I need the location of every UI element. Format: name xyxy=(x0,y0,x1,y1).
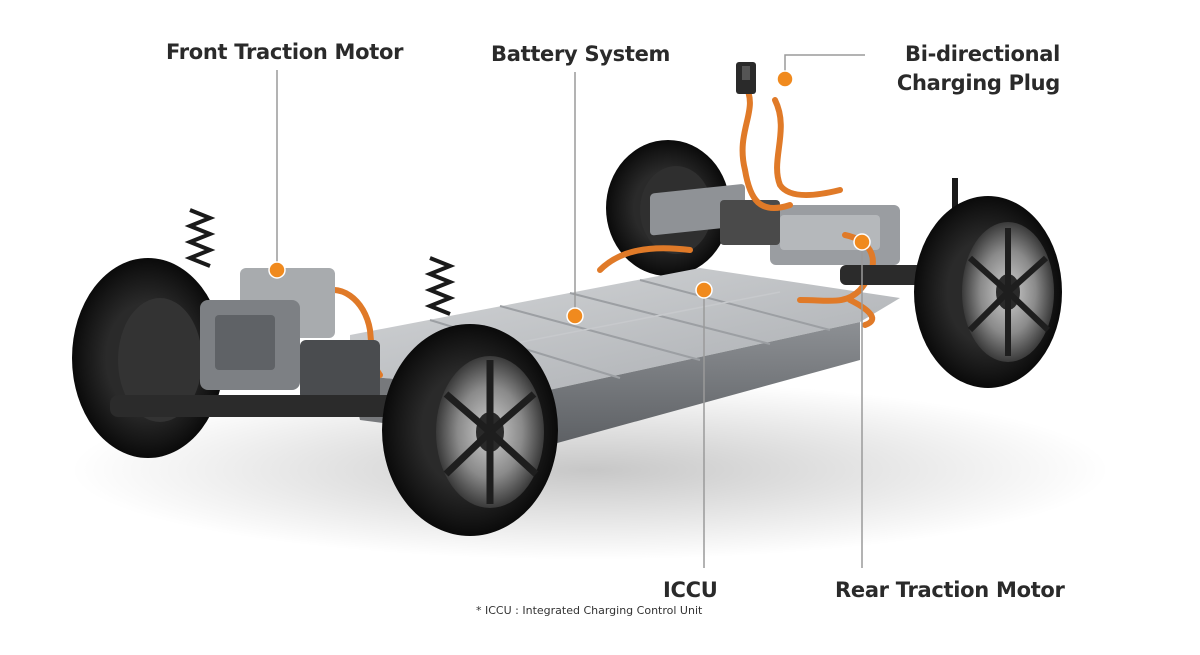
iccu-label: ICCU xyxy=(663,578,718,602)
marker-battery xyxy=(566,307,584,325)
rear-traction-motor-label: Rear Traction Motor xyxy=(835,578,1065,602)
iccu-footnote: * ICCU : Integrated Charging Control Uni… xyxy=(476,604,703,617)
charging-plug xyxy=(736,62,756,94)
marker-front-motor xyxy=(268,261,286,279)
marker-rear-motor xyxy=(853,233,871,251)
front-traction-motor-label: Front Traction Motor xyxy=(166,40,404,64)
charging-plug-label-line1: Bi-directional xyxy=(905,42,1060,66)
marker-plug xyxy=(776,70,794,88)
leader-plug xyxy=(784,54,865,79)
marker-iccu xyxy=(695,281,713,299)
markers xyxy=(268,70,871,325)
battery-system-label: Battery System xyxy=(491,42,671,66)
rear-near-wheel xyxy=(914,196,1062,388)
charging-plug-label-line2: Charging Plug xyxy=(896,71,1060,95)
ground-shadow xyxy=(70,380,1110,560)
front-subframe xyxy=(110,395,400,417)
front-near-wheel xyxy=(382,324,558,536)
front-motor xyxy=(200,268,380,400)
charging-plug-label: Bi-directional Charging Plug xyxy=(880,40,1060,98)
